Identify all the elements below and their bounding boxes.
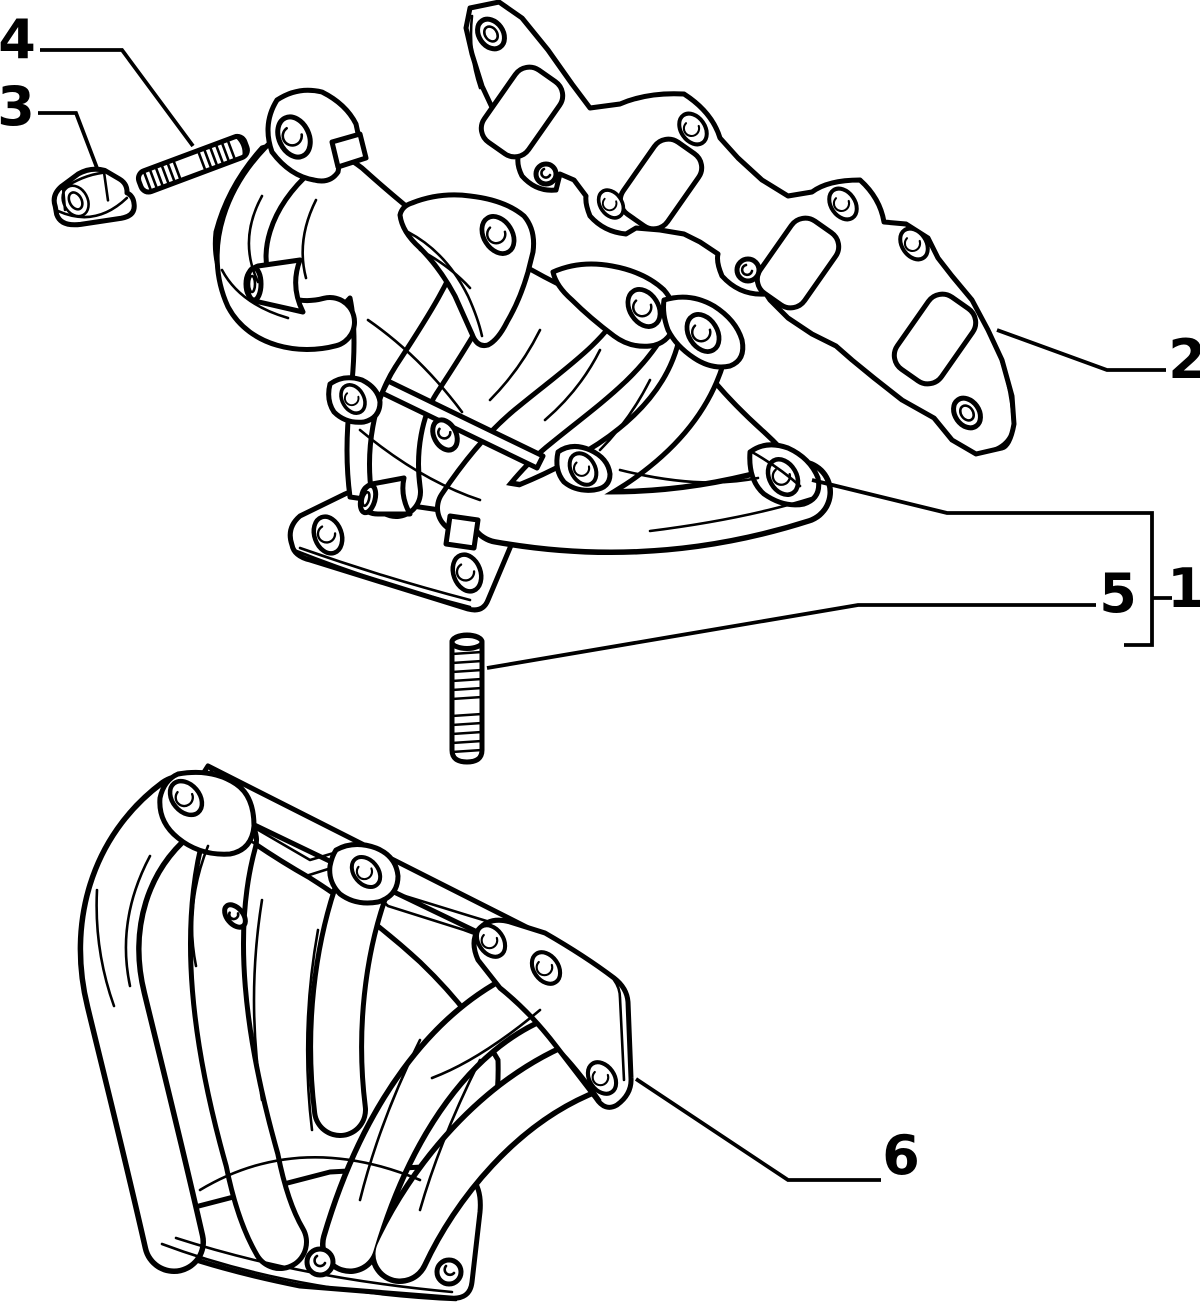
manifold1-stub: [357, 475, 413, 517]
callout-4: 4: [0, 8, 195, 148]
manifold1-stub: [243, 257, 306, 315]
callout-3: 3: [0, 75, 99, 169]
callout-6: 6: [634, 1077, 920, 1187]
gasket-bolt-hole: [475, 16, 507, 52]
manifold6-shadow-edge: [543, 931, 616, 980]
manifold6-bottom-flange-hole: [434, 1257, 464, 1287]
nut-hole: [61, 184, 90, 218]
callout-number: 2: [1168, 328, 1200, 391]
manifold6-bottom-flange-hole: [304, 1246, 336, 1278]
nut-flange-edge: [56, 196, 129, 219]
gasket-shadow-edge: [469, 14, 482, 90]
manifold1-tab-notch: [329, 131, 369, 170]
manifold6-detail-lines: [95, 844, 542, 1302]
callout-leader-line: [996, 328, 1166, 372]
manifold1-oval-hole: [430, 417, 460, 453]
gasket-port: [891, 291, 979, 387]
gasket-port: [754, 215, 842, 311]
callout-leader-line: [634, 1077, 881, 1182]
manifold1-tab-inner: [406, 230, 484, 338]
manifold-gasket: [463, 0, 1017, 457]
exhaust-manifold-upper: [212, 87, 833, 613]
callout-leader-line: [38, 111, 99, 169]
stud-bolt-lower: [449, 632, 485, 765]
callout-layer: 1 2 34 5 6: [0, 8, 1200, 1187]
flange-nut: [51, 166, 137, 228]
manifold1-square-boss: [443, 513, 481, 551]
callout-number: 1: [1167, 557, 1200, 620]
callout-leader-line: [40, 48, 195, 148]
callout-number: 4: [0, 8, 36, 71]
manifold6-flange-thickness: [612, 978, 626, 1082]
callout-leader-line: [486, 603, 1096, 670]
stud-threads: [142, 138, 237, 193]
manifold1-detail-lines: [220, 194, 814, 609]
gasket-port: [617, 136, 705, 232]
gasket-port: [478, 64, 566, 160]
manifold6-web-hole: [222, 902, 248, 930]
gasket-outline: [463, 0, 1017, 457]
callout-number: 3: [0, 75, 35, 138]
stud-threads: [450, 650, 484, 754]
callout-1: 1: [811, 478, 1200, 647]
gasket-shadow-edge: [980, 330, 1015, 454]
gasket-bolt-hole: [951, 395, 983, 431]
callout-number: 5: [1099, 562, 1137, 625]
manifold6-shadow-edge: [554, 1044, 602, 1102]
callout-leader-line: [811, 478, 1154, 647]
stud-bolt-upper: [135, 133, 250, 195]
callout-5: 5: [486, 562, 1137, 670]
gasket-bolt-hole: [734, 256, 762, 284]
manifold1-brace: [379, 378, 546, 471]
manifold6-runners: [77, 774, 620, 1284]
callout-number: 6: [882, 1124, 920, 1187]
manifold1-flange-inner-edge: [298, 546, 472, 602]
callout-2: 2: [996, 328, 1200, 391]
exhaust-manifold-lower: [77, 763, 634, 1302]
gasket-bolt-hole: [533, 161, 559, 187]
